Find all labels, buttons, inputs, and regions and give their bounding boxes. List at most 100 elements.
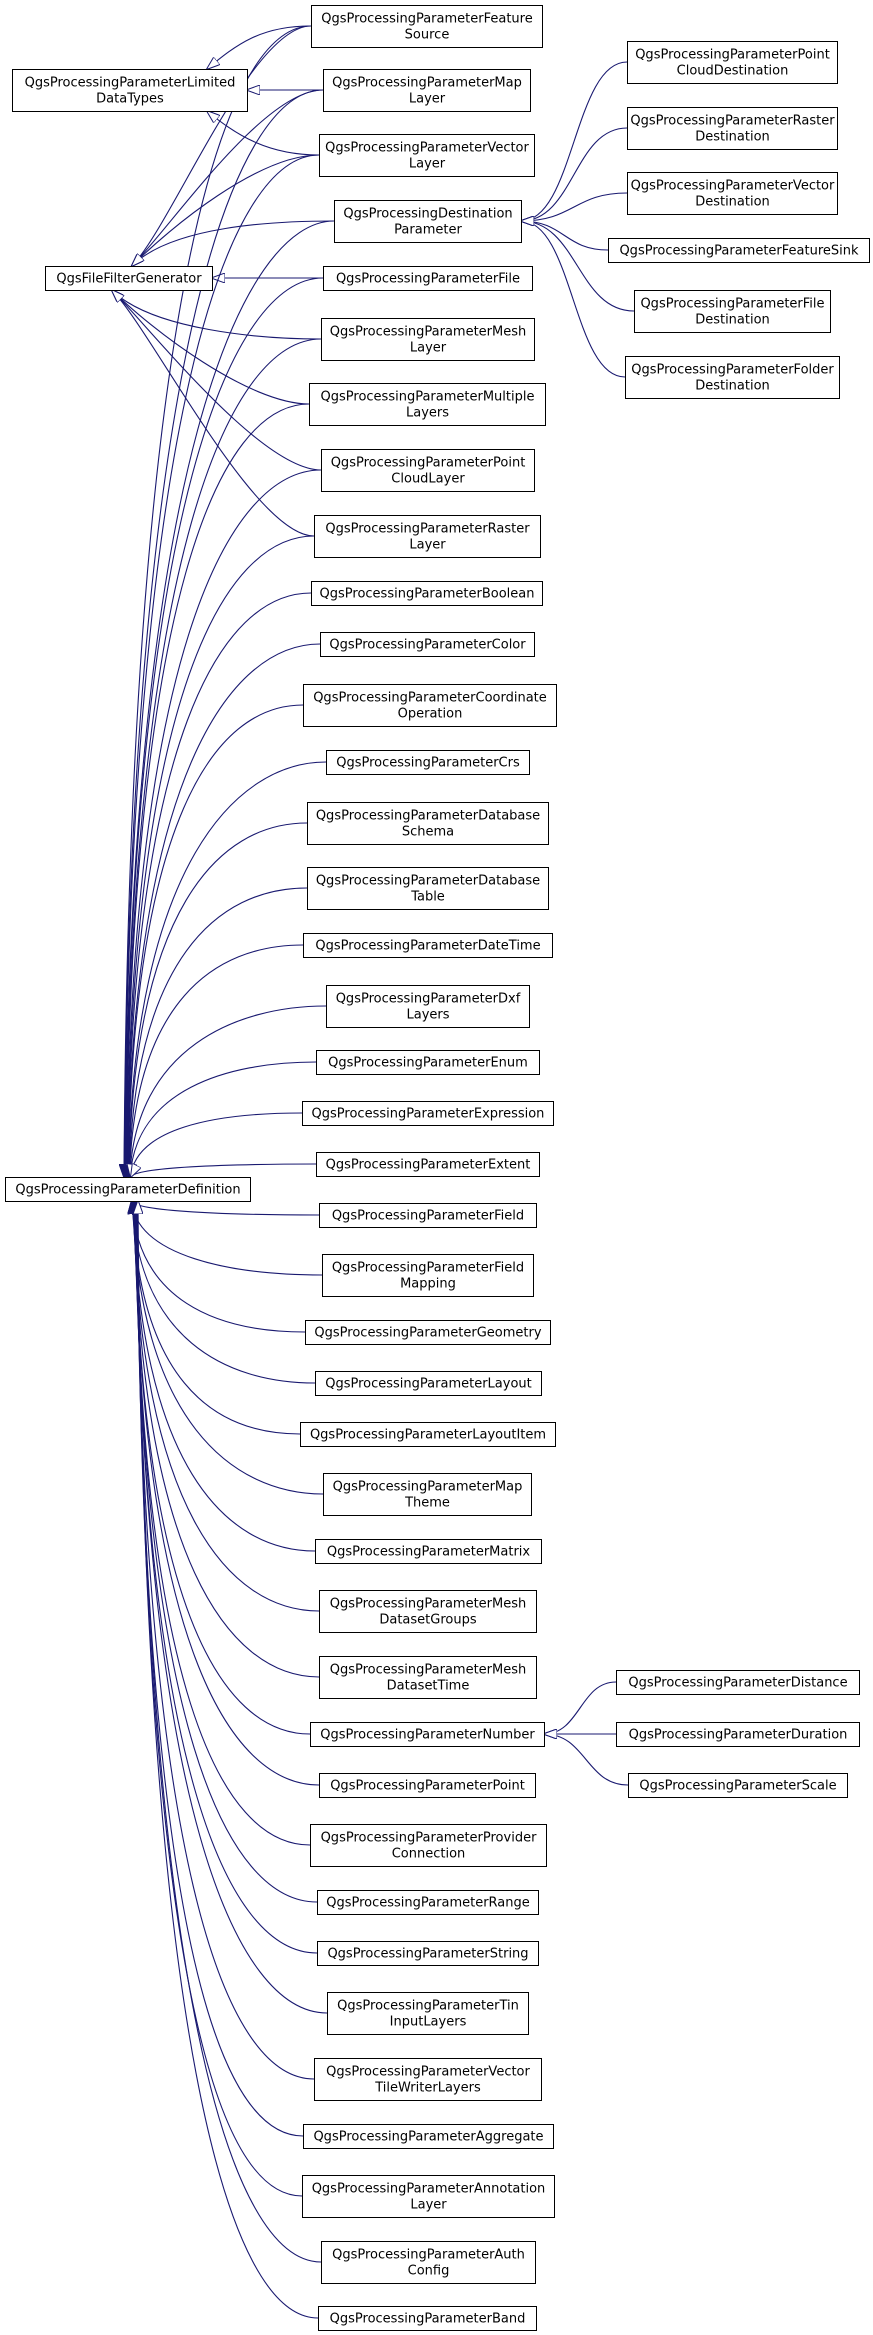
class-node-label: Layer xyxy=(409,157,446,172)
class-node-crs[interactable]: QgsProcessingParameterCrs xyxy=(326,750,530,775)
class-node-box xyxy=(303,684,557,727)
class-node-label: QgsProcessingParameterRaster xyxy=(325,522,530,537)
class-node-file[interactable]: QgsProcessingParameterFile xyxy=(323,266,533,291)
inheritance-edge-band-to-def xyxy=(138,1201,319,2319)
class-node-extent[interactable]: QgsProcessingParameterExtent xyxy=(316,1152,540,1177)
class-node-label: QgsProcessingParameterRange xyxy=(326,1896,530,1911)
inheritance-edge-pclayer-to-filter xyxy=(112,290,322,471)
inheritance-edge-meshdsg-to-def xyxy=(134,1201,320,1612)
inheritance-edge-dbschema-to-def xyxy=(129,822,308,1177)
inheritance-edge-veclayer-to-def xyxy=(125,154,320,1177)
class-node-color[interactable]: QgsProcessingParameterColor xyxy=(320,632,535,657)
class-node-label: QgsFileFilterGenerator xyxy=(56,272,202,287)
class-node-aggregate[interactable]: QgsProcessingParameterAggregate xyxy=(303,2124,554,2149)
class-node-label: QgsProcessingParameterEnum xyxy=(328,1056,528,1071)
class-node-box xyxy=(45,266,213,291)
class-node-expression[interactable]: QgsProcessingParameterExpression xyxy=(302,1101,554,1126)
class-node-label: QgsProcessingParameterBoolean xyxy=(320,587,535,602)
inheritance-edge-enum-to-def xyxy=(130,1061,317,1177)
inheritance-edge-veclayer-to-filter xyxy=(132,154,320,266)
inheritance-edge-meshlayer-to-filter xyxy=(112,290,322,340)
class-node-label: QgsProcessingParameterPoint xyxy=(330,1779,525,1794)
class-node-layout[interactable]: QgsProcessingParameterLayout xyxy=(315,1371,542,1396)
class-node-label: QgsProcessingParameterCrs xyxy=(336,756,520,771)
inheritance-edge-filedest-to-destparam xyxy=(521,221,635,312)
class-node-vtwl[interactable]: QgsProcessingParameterVectorTileWriterLa… xyxy=(314,2058,542,2101)
inheritance-edge-authcfg-to-def xyxy=(138,1201,322,2263)
class-node-datetime[interactable]: QgsProcessingParameterDateTime xyxy=(303,933,553,958)
class-node-label: QgsProcessingParameterDxf xyxy=(336,992,521,1007)
class-node-number[interactable]: QgsProcessingParameterNumber xyxy=(310,1722,545,1747)
class-node-box xyxy=(305,1320,551,1345)
class-node-label: QgsProcessingParameterRaster xyxy=(630,114,835,129)
class-node-label: Destination xyxy=(695,130,770,145)
class-node-filter[interactable]: QgsFileFilterGenerator xyxy=(45,266,213,291)
class-node-box xyxy=(311,581,543,606)
class-node-label: QgsProcessingParameterLimited xyxy=(25,76,236,91)
class-node-featsink[interactable]: QgsProcessingParameterFeatureSink xyxy=(608,238,870,263)
class-node-box xyxy=(5,1177,251,1202)
class-node-label: Operation xyxy=(398,707,463,722)
class-node-label: QgsProcessingParameterMesh xyxy=(330,1663,527,1678)
class-node-label: Layers xyxy=(406,1008,449,1023)
class-node-label: QgsProcessingParameterDatabase xyxy=(316,809,540,824)
class-node-box xyxy=(627,172,838,215)
inheritance-edge-boolean-to-def xyxy=(127,592,312,1177)
class-node-layoutitem[interactable]: QgsProcessingParameterLayoutItem xyxy=(300,1422,556,1447)
class-node-geometry[interactable]: QgsProcessingParameterGeometry xyxy=(305,1320,551,1345)
class-node-field[interactable]: QgsProcessingParameterField xyxy=(319,1203,537,1228)
class-node-box xyxy=(628,1773,848,1798)
class-node-band[interactable]: QgsProcessingParameterBand xyxy=(318,2306,537,2331)
class-node-box xyxy=(634,290,831,333)
class-node-enum[interactable]: QgsProcessingParameterEnum xyxy=(316,1050,540,1075)
class-node-boolean[interactable]: QgsProcessingParameterBoolean xyxy=(311,581,543,606)
class-node-box xyxy=(321,2241,536,2284)
class-node-scale[interactable]: QgsProcessingParameterScale xyxy=(628,1773,848,1798)
class-node-matrix[interactable]: QgsProcessingParameterMatrix xyxy=(315,1539,542,1564)
class-node-label: QgsProcessingParameterFile xyxy=(336,272,520,287)
class-node-label: Config xyxy=(408,2264,450,2279)
class-node-label: QgsProcessingParameterPoint xyxy=(635,48,830,63)
class-node-label: QgsProcessingParameterExtent xyxy=(326,1158,531,1173)
class-node-range[interactable]: QgsProcessingParameterRange xyxy=(317,1890,539,1915)
class-node-label: QgsProcessingParameterDistance xyxy=(628,1676,847,1691)
class-node-label: QgsProcessingParameterNumber xyxy=(320,1728,535,1743)
class-node-box xyxy=(323,266,533,291)
class-node-point[interactable]: QgsProcessingParameterPoint xyxy=(319,1773,536,1798)
class-node-duration[interactable]: QgsProcessingParameterDuration xyxy=(616,1722,860,1747)
class-node-coordop[interactable]: QgsProcessingParameterCoordinateOperatio… xyxy=(303,684,557,727)
class-node-def[interactable]: QgsProcessingParameterDefinition xyxy=(5,1177,251,1202)
class-node-distance[interactable]: QgsProcessingParameterDistance xyxy=(616,1670,860,1695)
inheritance-edge-rasterlayer-to-filter xyxy=(112,290,315,537)
class-node-box xyxy=(300,1422,556,1447)
class-node-label: QgsProcessingParameterVector xyxy=(325,141,529,156)
class-node-pcdest[interactable]: QgsProcessingParameterPointCloudDestinat… xyxy=(627,41,838,84)
class-node-string[interactable]: QgsProcessingParameterString xyxy=(317,1941,539,1966)
class-node-label: QgsProcessingParameterGeometry xyxy=(314,1326,541,1341)
class-node-label: Source xyxy=(405,28,450,43)
